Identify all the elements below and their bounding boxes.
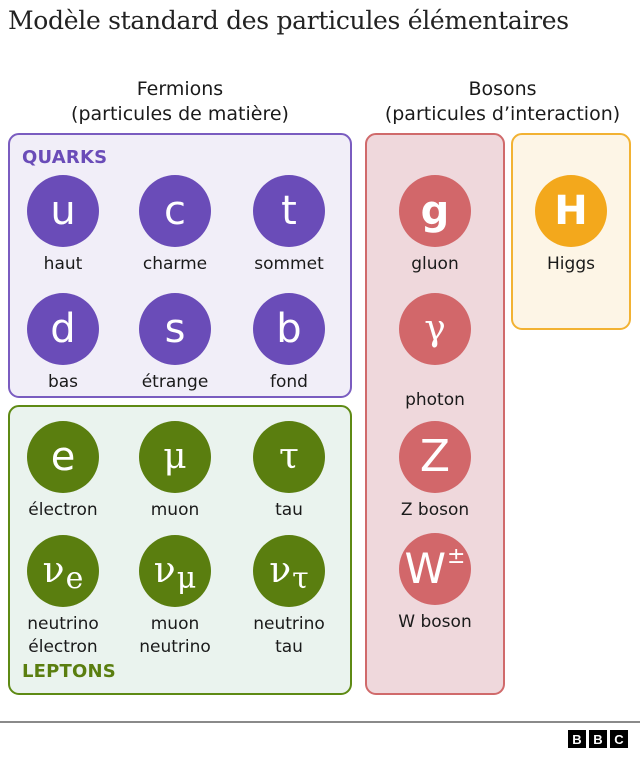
particle-name: étrange <box>141 372 209 392</box>
particle-w-boson: W± W boson <box>380 533 490 634</box>
particle-circle: g <box>399 175 471 247</box>
particle-name-line1: muon <box>150 614 200 634</box>
quarks-group: QUARKS u haut c charme t sommet d bas s … <box>8 133 352 398</box>
particle-circle: H <box>535 175 607 247</box>
particle-circle: d <box>27 293 99 365</box>
fermions-header: Fermions (particules de matière) <box>8 77 352 127</box>
particle-circle: γ <box>399 293 471 365</box>
fermions-subtitle: (particules de matière) <box>71 103 289 125</box>
particle-name: neutrino électron <box>8 613 118 659</box>
neutrino-subscript: μ <box>176 561 197 596</box>
particle-tau: τ tau <box>234 421 344 522</box>
particle-name: W boson <box>398 612 472 632</box>
particle-name: muon <box>150 500 200 520</box>
page-title: Modèle standard des particules élémentai… <box>8 6 569 35</box>
particle-name: tau <box>275 500 303 520</box>
bosons-title: Bosons <box>468 78 537 100</box>
particle-circle: b <box>253 293 325 365</box>
neutrino-symbol: ν <box>42 550 65 591</box>
particle-strange-quark: s étrange <box>120 293 230 394</box>
leptons-label: LEPTONS <box>22 661 116 682</box>
particle-bottom-quark: b fond <box>234 293 344 394</box>
bosons-subtitle: (particules d’interaction) <box>384 103 621 125</box>
particle-circle: u <box>27 175 99 247</box>
higgs-group: H Higgs <box>511 133 631 330</box>
bbc-logo-letter: C <box>610 730 628 748</box>
neutrino-symbol: ν <box>269 550 292 591</box>
particle-down-quark: d bas <box>8 293 118 394</box>
bbc-logo-letter: B <box>568 730 586 748</box>
particle-name: gluon <box>411 254 459 274</box>
particle-name: Higgs <box>547 254 595 274</box>
particle-name-line2: électron <box>28 637 98 657</box>
particle-electron: e électron <box>8 421 118 522</box>
particle-circle: e <box>27 421 99 493</box>
bosons-header: Bosons (particules d’interaction) <box>365 77 640 127</box>
particle-name: charme <box>142 254 208 274</box>
w-symbol: W <box>404 544 447 593</box>
footer-divider <box>0 721 640 723</box>
particle-name-line1: neutrino <box>27 614 99 634</box>
particle-name: bas <box>47 372 79 392</box>
particle-z-boson: Z Z boson <box>380 421 490 522</box>
particle-up-quark: u haut <box>8 175 118 276</box>
particle-photon: γ photon <box>380 293 490 412</box>
particle-circle: W± <box>399 533 471 605</box>
particle-name: haut <box>43 254 83 274</box>
particle-circle: c <box>139 175 211 247</box>
w-superscript: ± <box>447 544 466 569</box>
particle-circle: Z <box>399 421 471 493</box>
particle-name: électron <box>28 500 98 520</box>
neutrino-symbol: ν <box>153 550 176 591</box>
gauge-bosons-group: g gluon γ photon Z Z boson W± W boson <box>365 133 505 695</box>
particle-name: Z boson <box>400 500 470 520</box>
neutrino-subscript: e <box>65 561 84 596</box>
particle-circle: μ <box>139 421 211 493</box>
fermions-title: Fermions <box>136 78 224 100</box>
particle-charm-quark: c charme <box>120 175 230 276</box>
particle-top-quark: t sommet <box>234 175 344 276</box>
particle-name: photon <box>405 390 465 410</box>
particle-name-line1: neutrino <box>253 614 325 634</box>
bbc-logo: B B C <box>568 730 628 748</box>
particle-higgs: H Higgs <box>516 175 626 276</box>
particle-gluon: g gluon <box>380 175 490 276</box>
bbc-logo-letter: B <box>589 730 607 748</box>
particle-muon: μ muon <box>120 421 230 522</box>
particle-circle: t <box>253 175 325 247</box>
neutrino-subscript: τ <box>292 561 309 596</box>
particle-name-line2: neutrino <box>139 637 211 657</box>
particle-name-line2: tau <box>275 637 303 657</box>
particle-name: neutrino tau <box>234 613 344 659</box>
particle-circle: τ <box>253 421 325 493</box>
particle-circle: s <box>139 293 211 365</box>
quarks-label: QUARKS <box>22 147 108 168</box>
particle-name: muon neutrino <box>120 613 230 659</box>
particle-name: sommet <box>254 254 324 274</box>
particle-name: fond <box>270 372 308 392</box>
